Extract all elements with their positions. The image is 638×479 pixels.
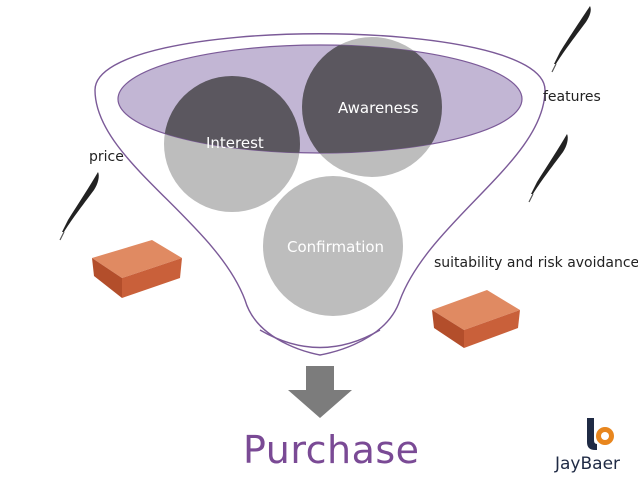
confirmation-label: Confirmation xyxy=(287,238,384,256)
awareness-circle-top xyxy=(302,45,442,153)
features-label: features xyxy=(543,89,601,105)
suitability-label: suitability and risk avoidance xyxy=(434,255,638,271)
confirmation-circle xyxy=(263,176,403,316)
quill-icon xyxy=(528,134,568,203)
logo-text: JayBaer xyxy=(555,454,621,474)
down-arrow-icon xyxy=(288,366,352,418)
awareness-label: Awareness xyxy=(338,99,419,117)
quill-icon xyxy=(59,172,99,241)
brick-icon xyxy=(92,240,182,298)
interest-label: Interest xyxy=(206,134,264,152)
interest-circle-top xyxy=(164,76,300,153)
price-label: price xyxy=(89,149,124,165)
quill-icon xyxy=(551,6,591,73)
purchase-label: Purchase xyxy=(243,428,420,472)
jaybaer-logo-icon: JayBaer xyxy=(555,416,635,478)
funnel-outline xyxy=(94,33,546,356)
brick-icon xyxy=(432,290,520,348)
funnel-bottom xyxy=(259,329,381,349)
